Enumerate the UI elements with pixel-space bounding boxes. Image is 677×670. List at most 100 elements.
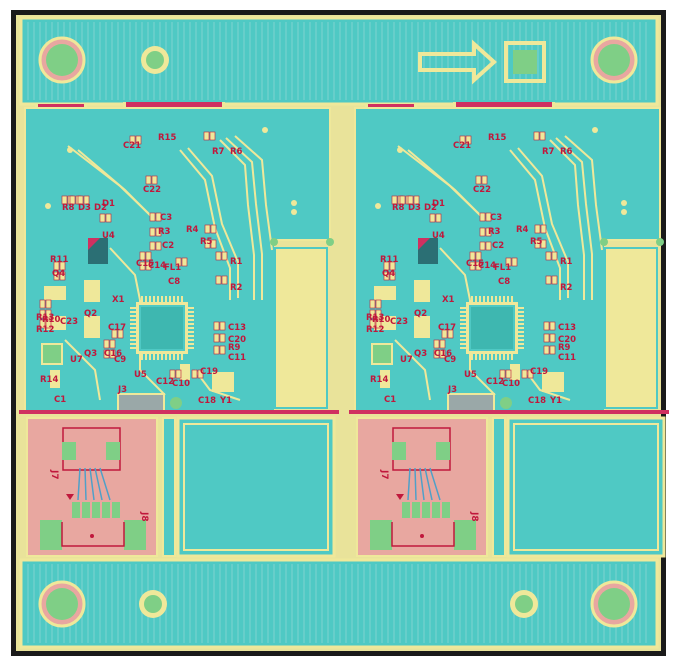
designator-label: C17 (438, 323, 456, 333)
designator-label: R10 (372, 315, 390, 325)
bottom-rail (19, 558, 659, 649)
designator-label: C23 (60, 317, 78, 327)
designator-label: Q3 (84, 349, 97, 359)
designator-label: U7 (400, 355, 413, 365)
designator-label: FL1 (494, 263, 511, 273)
designator-label: R12 (366, 325, 384, 335)
designator-label: R4 (186, 225, 199, 235)
designator-label: U4 (102, 231, 115, 241)
designator-label: R2 (560, 283, 573, 293)
designator-label: Q3 (414, 349, 427, 359)
designator-label: R6 (560, 147, 573, 157)
designator-label: C16 (104, 349, 122, 359)
designator-label: R13 (36, 313, 54, 323)
designator-label: Y1 (219, 396, 232, 406)
designator-label: Q4 (382, 269, 395, 279)
designator-label: C1 (54, 395, 66, 405)
designator-label: U5 (464, 370, 477, 380)
designator-label: R5 (200, 237, 213, 247)
designator-label: C22 (473, 185, 491, 195)
top-rail (19, 16, 659, 106)
designator-label: R1 (560, 257, 573, 267)
designator-label: C13 (228, 323, 246, 333)
designator-label: D1 (102, 199, 115, 209)
designator-label: J3 (447, 385, 457, 395)
designator-label: C8 (168, 277, 180, 287)
designator-label: R12 (36, 325, 54, 335)
designator-label: C21 (123, 141, 141, 151)
designator-label: R14 (370, 375, 388, 385)
designator-label: R10 (42, 315, 60, 325)
connector-label: J7 (49, 469, 59, 480)
designator-label: C14 (478, 261, 496, 271)
connector-label: J8 (139, 511, 149, 522)
designator-label: C16 (434, 349, 452, 359)
designator-label: C15 (466, 259, 484, 269)
designator-label: D3 (408, 203, 421, 213)
designator-label: C14 (148, 261, 166, 271)
designator-label: Q4 (52, 269, 65, 279)
designator-label: C3 (490, 213, 502, 223)
designator-label: R7 (212, 147, 225, 157)
designator-label: C8 (498, 277, 510, 287)
designator-label: C10 (172, 379, 190, 389)
designator-label: C15 (136, 259, 154, 269)
connector-label: J8 (469, 511, 479, 522)
designator-label: C9 (444, 355, 456, 365)
designator-label: D1 (432, 199, 445, 209)
designator-label: C2 (492, 241, 504, 251)
designator-label: D2 (424, 203, 437, 213)
designator-label: R14 (40, 375, 58, 385)
designator-label: C20 (228, 335, 246, 345)
designator-label: D3 (78, 203, 91, 213)
designator-label: Q2 (84, 309, 97, 319)
designator-label: R3 (158, 227, 171, 237)
designator-label: R13 (366, 313, 384, 323)
fiducial-square (504, 41, 546, 83)
designator-label: C23 (390, 317, 408, 327)
designator-label: C12 (156, 377, 174, 387)
designator-label: R8 (62, 203, 75, 213)
designator-label: C9 (114, 355, 126, 365)
connector-label: J7 (379, 469, 389, 480)
designator-label: C13 (558, 323, 576, 333)
designator-label: R3 (488, 227, 501, 237)
designator-label: C3 (160, 213, 172, 223)
designator-label: U4 (432, 231, 445, 241)
designator-label: R7 (542, 147, 555, 157)
designator-label: C10 (502, 379, 520, 389)
designator-label: C22 (143, 185, 161, 195)
designator-label: R11 (380, 255, 398, 265)
designator-label: R15 (158, 133, 176, 143)
designator-label: R5 (530, 237, 543, 247)
designator-label: R1 (230, 257, 243, 267)
designator-label: D2 (94, 203, 107, 213)
designator-label: X1 (442, 295, 455, 305)
designator-label: R11 (50, 255, 68, 265)
designator-label: U5 (134, 370, 147, 380)
designator-label: R2 (230, 283, 243, 293)
designator-label: J3 (117, 385, 127, 395)
designator-label: C20 (558, 335, 576, 345)
designator-label: C21 (453, 141, 471, 151)
designator-label: R9 (558, 343, 571, 353)
designator-label: FL1 (164, 263, 181, 273)
designator-label: C19 (200, 367, 218, 377)
designator-label: R9 (228, 343, 241, 353)
designator-label: C18 (528, 396, 546, 406)
designator-label: R15 (488, 133, 506, 143)
designator-label: C2 (162, 241, 174, 251)
designator-label: U7 (70, 355, 83, 365)
designator-label: C19 (530, 367, 548, 377)
designator-label: C11 (228, 353, 246, 363)
designator-label: R4 (516, 225, 529, 235)
designator-label: C11 (558, 353, 576, 363)
designator-label: C12 (486, 377, 504, 387)
arrow-right-icon (418, 39, 497, 85)
designator-label: R6 (230, 147, 243, 157)
designator-label: R8 (392, 203, 405, 213)
designator-label: C17 (108, 323, 126, 333)
designator-label: X1 (112, 295, 125, 305)
designator-label: Q2 (414, 309, 427, 319)
